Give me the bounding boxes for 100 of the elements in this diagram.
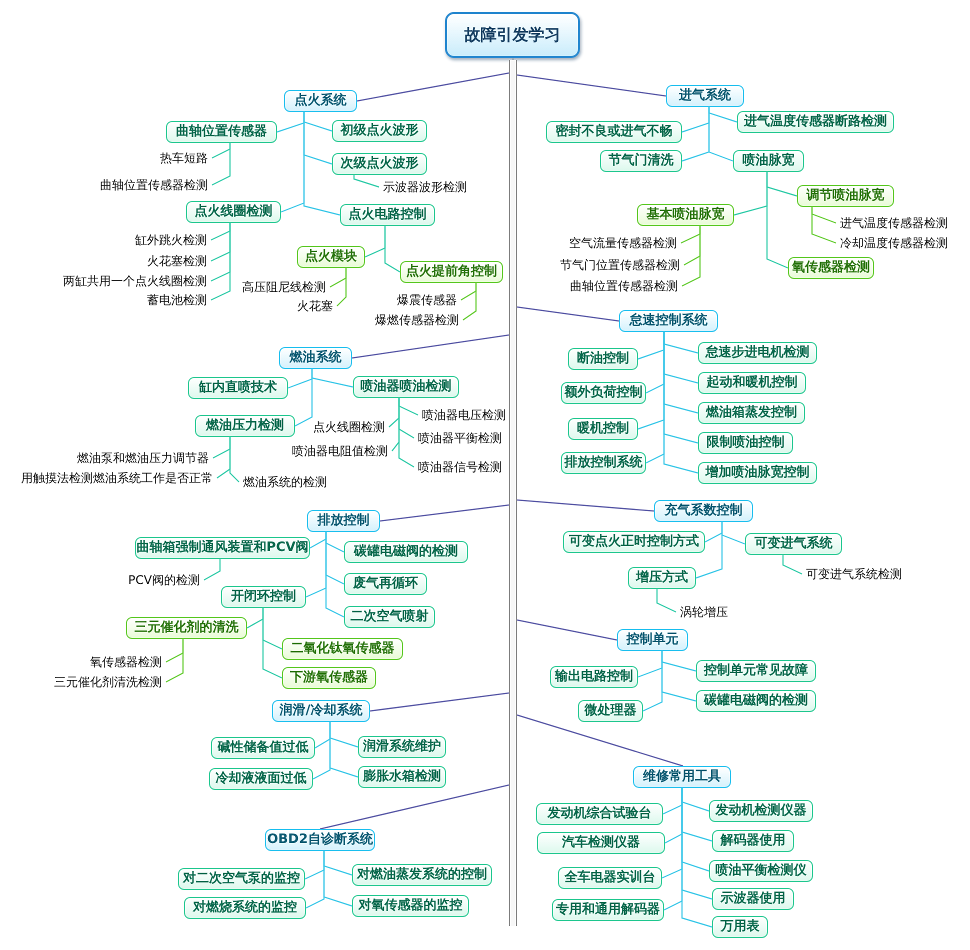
branch-line <box>681 788 712 928</box>
subtopic-box: 发动机检测仪器 <box>709 800 813 822</box>
subtopic-box: 万用表 <box>712 916 768 938</box>
leaf-text: 爆震传感器 <box>397 292 457 308</box>
subtopic-box: 开闭环控制 <box>221 586 306 608</box>
leaf-text: PCV阀的检测 <box>128 572 200 588</box>
subtopic-box: 断油控制 <box>568 348 638 370</box>
subtopic-box: 喷油脉宽 <box>733 150 804 172</box>
branch-line <box>708 107 734 162</box>
subtopic-box: 可变点火正时控制方式 <box>563 531 705 553</box>
leaf-text: 可变进气系统检测 <box>806 566 902 582</box>
branch-line <box>656 589 676 613</box>
leaf-text: 燃油泵和燃油压力调节器 <box>77 450 209 466</box>
subtopic-box: 点火模块 <box>297 246 365 268</box>
subtopic-box: 专用和通用解码器 <box>552 899 664 921</box>
leaf-text: 蓄电池检测 <box>147 292 207 308</box>
leaf-text: 热车短路 <box>160 150 208 166</box>
branch-line <box>303 112 340 216</box>
topic-box: 进气系统 <box>666 85 744 107</box>
trunk-bar <box>509 60 517 926</box>
subtopic-box: 进气温度传感器断路检测 <box>737 111 894 133</box>
branch-line <box>516 499 654 512</box>
branch-line <box>663 332 698 474</box>
topic-box: 控制单元 <box>617 629 688 651</box>
branch-line <box>325 532 344 618</box>
subtopic-box: 二氧化钛氧传感器 <box>282 638 403 660</box>
leaf-text: 节气门位置传感器检测 <box>560 257 680 273</box>
subtopic-box: 点火电路控制 <box>340 204 435 226</box>
branch-line <box>682 226 701 287</box>
subtopic-box: 次级点火波形 <box>332 153 427 175</box>
topic-box: 排放控制 <box>307 510 380 532</box>
subtopic-box: 二次空气喷射 <box>344 606 435 628</box>
subtopic-box: 对氧传感器的监控 <box>352 895 469 917</box>
subtopic-box: 冷却液液面过低 <box>209 768 313 790</box>
subtopic-box: 限制喷油控制 <box>698 432 793 454</box>
subtopic-box: 基本喷油脉宽 <box>637 204 734 226</box>
leaf-text: 三元催化剂清洗检测 <box>54 674 162 690</box>
branch-line <box>516 306 620 322</box>
subtopic-box: 对二次空气泵的监控 <box>178 868 305 890</box>
branch-line <box>356 72 510 102</box>
subtopic-box: 润滑系统维护 <box>358 736 446 758</box>
topic-box: 点火系统 <box>284 90 357 112</box>
branch-line <box>294 369 313 427</box>
subtopic-box: 三元催化剂的清洗 <box>126 617 247 639</box>
subtopic-box: 碳罐电磁阀的检测 <box>696 690 816 712</box>
subtopic-box: 下游氧传感器 <box>282 667 376 689</box>
subtopic-box: 怠速步进电机检测 <box>698 342 817 364</box>
subtopic-box: 喷油平衡检测仪 <box>709 860 813 882</box>
subtopic-box: 节气门清洗 <box>600 150 682 172</box>
branch-line <box>384 226 400 273</box>
branch-line <box>766 172 788 269</box>
topic-box: 怠速控制系统 <box>619 310 718 332</box>
branch-line <box>811 207 836 244</box>
leaf-text: 喷油器电阻值检测 <box>292 443 388 459</box>
subtopic-box: 汽车检测仪器 <box>537 832 665 854</box>
topic-box: 维修常用工具 <box>633 766 731 788</box>
branch-line <box>352 334 510 359</box>
subtopic-box: 膨胀水箱检测 <box>358 766 446 788</box>
branch-line <box>323 851 352 907</box>
subtopic-box: 增压方式 <box>628 567 696 589</box>
leaf-text: 火花塞检测 <box>147 253 207 269</box>
branch-line <box>516 714 684 767</box>
subtopic-box: 缸内直喷技术 <box>188 377 288 399</box>
leaf-text: 涡轮增压 <box>680 604 728 620</box>
central-topic-box: 故障引发学习 <box>445 12 580 58</box>
branch-line <box>166 639 184 683</box>
leaf-text: 氧传感器检测 <box>90 654 162 670</box>
subtopic-box: 全车电器实训台 <box>558 867 662 889</box>
branch-line <box>380 504 510 522</box>
branch-line <box>262 608 282 679</box>
branch-line <box>696 522 723 579</box>
topic-box: 润滑/冷却系统 <box>272 700 370 722</box>
leaf-text: 进气温度传感器检测 <box>840 215 948 231</box>
subtopic-box: 燃油箱蒸发控制 <box>698 402 805 424</box>
subtopic-box: 曲轴位置传感器 <box>166 121 277 143</box>
subtopic-box: 发动机综合试验台 <box>536 803 663 825</box>
topic-box: 充气系数控制 <box>654 500 753 522</box>
leaf-text: 喷油器平衡检测 <box>418 430 502 446</box>
leaf-text: 喷油器信号检测 <box>418 459 502 475</box>
subtopic-box: 排放控制系统 <box>561 452 646 474</box>
leaf-text: 点火线圈检测 <box>313 419 385 435</box>
leaf-text: 曲轴位置传感器检测 <box>100 177 208 193</box>
subtopic-box: 可变进气系统 <box>745 533 842 555</box>
leaf-text: 高压阻尼线检测 <box>242 279 326 295</box>
subtopic-box: 暖机控制 <box>568 418 638 440</box>
leaf-text: 用触摸法检测燃油系统工作是否正常 <box>21 470 213 486</box>
branch-line <box>370 692 510 712</box>
branch-line <box>398 398 414 468</box>
subtopic-box: 微处理器 <box>578 700 643 722</box>
subtopic-box: 控制单元常见故障 <box>696 660 816 682</box>
branch-line <box>229 437 240 482</box>
subtopic-box: 碱性储备值过低 <box>211 737 315 759</box>
subtopic-box: 曲轴箱强制通风装置和PCV阀 <box>135 537 310 559</box>
topic-box: 燃油系统 <box>279 347 352 369</box>
subtopic-box: 碳罐电磁阀的检测 <box>344 541 468 563</box>
branch-line <box>516 74 666 97</box>
subtopic-box: 起动和暖机控制 <box>698 372 806 394</box>
branch-line <box>353 175 380 188</box>
leaf-text: 燃油系统的检测 <box>243 474 327 490</box>
branch-line <box>204 559 221 581</box>
